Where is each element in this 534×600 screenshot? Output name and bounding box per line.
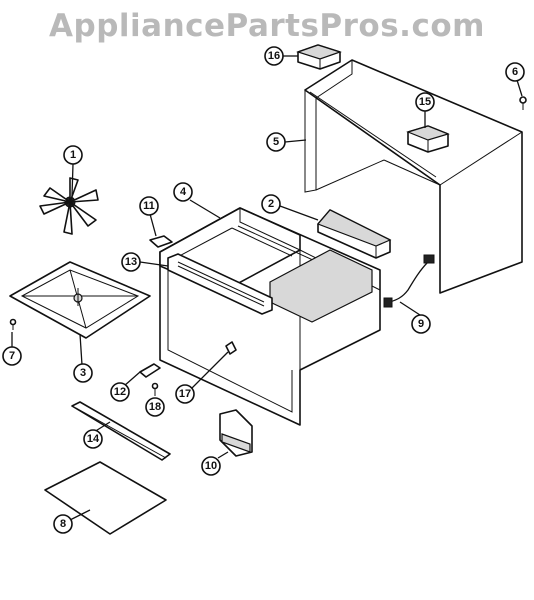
svg-text:17: 17 bbox=[179, 388, 191, 400]
svg-text:10: 10 bbox=[205, 460, 217, 472]
svg-text:9: 9 bbox=[418, 318, 424, 330]
svg-text:13: 13 bbox=[125, 256, 137, 268]
latch-screw[interactable] bbox=[151, 382, 159, 397]
fan-blade[interactable] bbox=[39, 177, 99, 235]
callout-9: 9 bbox=[411, 314, 431, 334]
fan-guard-plate[interactable] bbox=[9, 261, 151, 339]
svg-text:6: 6 bbox=[512, 66, 518, 78]
callout-7: 7 bbox=[2, 346, 22, 366]
svg-text:7: 7 bbox=[9, 350, 15, 362]
callout-2: 2 bbox=[261, 194, 281, 214]
watermark-text: AppliancePartsPros.com bbox=[49, 8, 485, 44]
svg-text:4: 4 bbox=[180, 186, 187, 198]
svg-text:3: 3 bbox=[80, 367, 86, 379]
callout-6: 6 bbox=[505, 62, 525, 82]
callout-12: 12 bbox=[110, 382, 130, 402]
callout-17: 17 bbox=[175, 384, 195, 404]
callout-13: 13 bbox=[121, 252, 141, 272]
callout-1: 1 bbox=[63, 145, 83, 165]
callout-11: 11 bbox=[139, 196, 159, 216]
screw[interactable] bbox=[519, 96, 527, 110]
callout-4: 4 bbox=[173, 182, 193, 202]
callout-8: 8 bbox=[53, 514, 73, 534]
svg-text:2: 2 bbox=[268, 198, 274, 210]
clip[interactable] bbox=[149, 235, 173, 248]
pin[interactable] bbox=[225, 341, 237, 355]
latch[interactable] bbox=[139, 363, 161, 378]
air-duct[interactable] bbox=[316, 209, 392, 259]
callout-10: 10 bbox=[201, 456, 221, 476]
wire-harness[interactable] bbox=[383, 254, 435, 308]
top-bracket[interactable] bbox=[296, 44, 342, 70]
guard-screw[interactable] bbox=[9, 318, 17, 331]
svg-text:8: 8 bbox=[60, 518, 66, 530]
svg-text:16: 16 bbox=[268, 50, 280, 62]
svg-text:12: 12 bbox=[114, 386, 126, 398]
rail[interactable] bbox=[71, 401, 171, 461]
svg-text:11: 11 bbox=[143, 200, 155, 212]
front-trim[interactable] bbox=[167, 253, 273, 315]
outer-cabinet[interactable] bbox=[304, 59, 523, 294]
svg-text:5: 5 bbox=[273, 136, 279, 148]
leader-lines bbox=[11, 55, 523, 521]
callout-15: 15 bbox=[415, 92, 435, 112]
bottom-panel[interactable] bbox=[44, 461, 167, 535]
svg-text:14: 14 bbox=[87, 433, 100, 445]
svg-text:1: 1 bbox=[70, 149, 76, 161]
callout-18: 18 bbox=[145, 397, 165, 417]
callout-5: 5 bbox=[266, 132, 286, 152]
oven-cavity[interactable] bbox=[159, 207, 381, 426]
callout-14: 14 bbox=[83, 429, 103, 449]
callout-16: 16 bbox=[264, 46, 284, 66]
svg-text:18: 18 bbox=[149, 401, 161, 413]
callout-3: 3 bbox=[73, 363, 93, 383]
hinge-bracket[interactable] bbox=[219, 409, 253, 457]
svg-text:15: 15 bbox=[419, 96, 431, 108]
cabinet-bracket[interactable] bbox=[406, 125, 450, 153]
